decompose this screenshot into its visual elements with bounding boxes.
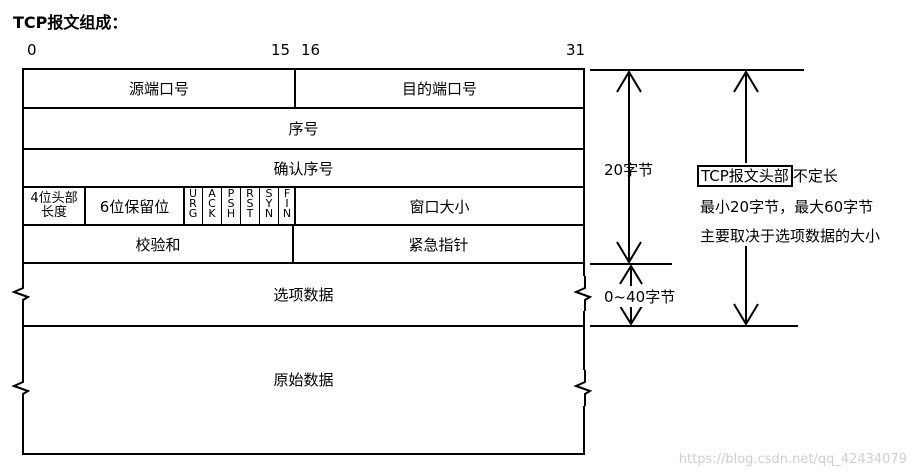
- bit-number-0: 0: [27, 41, 37, 59]
- divider-flag-3: [240, 186, 241, 226]
- divider-flag-4: [259, 186, 260, 226]
- divider-src-dst: [294, 68, 296, 109]
- break-mark-left-lower: [11, 370, 31, 406]
- divider-headerlen: [84, 186, 86, 226]
- watermark: https://blog.csdn.net/qq_42434079: [678, 452, 907, 467]
- divider-flag-5: [278, 186, 279, 226]
- note-line-3: 主要取决于选项数据的大小: [700, 227, 881, 245]
- divider-flag-1: [202, 186, 203, 226]
- arrow-header-total-head-top: [733, 70, 759, 93]
- divider-flag-2: [221, 186, 222, 226]
- field-window-size: 窗口大小: [409, 197, 470, 216]
- field-urgent-pointer: 紧急指针: [408, 235, 469, 254]
- label-20-bytes: 20字节: [604, 161, 654, 179]
- break-mark-right-upper: [573, 276, 593, 311]
- divider-reserved: [183, 186, 185, 226]
- row-divider-5: [22, 262, 585, 264]
- break-mark-right-lower: [573, 370, 593, 406]
- note-boxed-term: TCP报文头部: [697, 165, 793, 187]
- diagram-title: TCP报文组成：: [13, 13, 128, 32]
- note-rest: 不定长: [792, 167, 838, 185]
- divider-checksum-urgent: [292, 224, 294, 264]
- row-divider-4: [22, 224, 585, 226]
- note-line-1: TCP报文头部不定长: [697, 165, 838, 187]
- arrow-header-total-head-bottom: [733, 303, 759, 326]
- row-divider-6: [22, 325, 585, 327]
- tcp-header-frame: [22, 68, 585, 455]
- row-divider-1: [22, 107, 585, 109]
- label-0-40-bytes: 0~40字节: [604, 286, 676, 307]
- row-divider-2: [22, 148, 585, 150]
- arrow-20-bytes-head-top: [616, 70, 642, 93]
- field-payload: 原始数据: [273, 370, 334, 389]
- field-options: 选项数据: [273, 286, 334, 304]
- arrow-40-bytes-head-bottom: [619, 305, 643, 326]
- row-divider-3: [22, 186, 585, 188]
- arrow-40-bytes-head-top: [619, 264, 643, 285]
- field-checksum: 校验和: [135, 235, 181, 254]
- field-reserved: 6位保留位: [99, 197, 170, 216]
- field-ack-number: 确认序号: [273, 159, 334, 178]
- arrow-20-bytes-head-bottom: [616, 241, 642, 264]
- bit-number-31: 31: [566, 41, 586, 59]
- break-mark-left-upper: [11, 276, 31, 311]
- field-src-port: 源端口号: [128, 80, 189, 98]
- note-line-2: 最小20字节，最大60字节: [700, 198, 874, 216]
- field-header-length: 4位头部长度: [30, 191, 78, 220]
- divider-flags-window: [294, 186, 296, 226]
- field-dst-port: 目的端口号: [401, 80, 477, 98]
- bit-number-16: 16: [301, 41, 321, 59]
- field-sequence-number: 序号: [288, 120, 319, 138]
- bit-number-15: 15: [271, 41, 291, 59]
